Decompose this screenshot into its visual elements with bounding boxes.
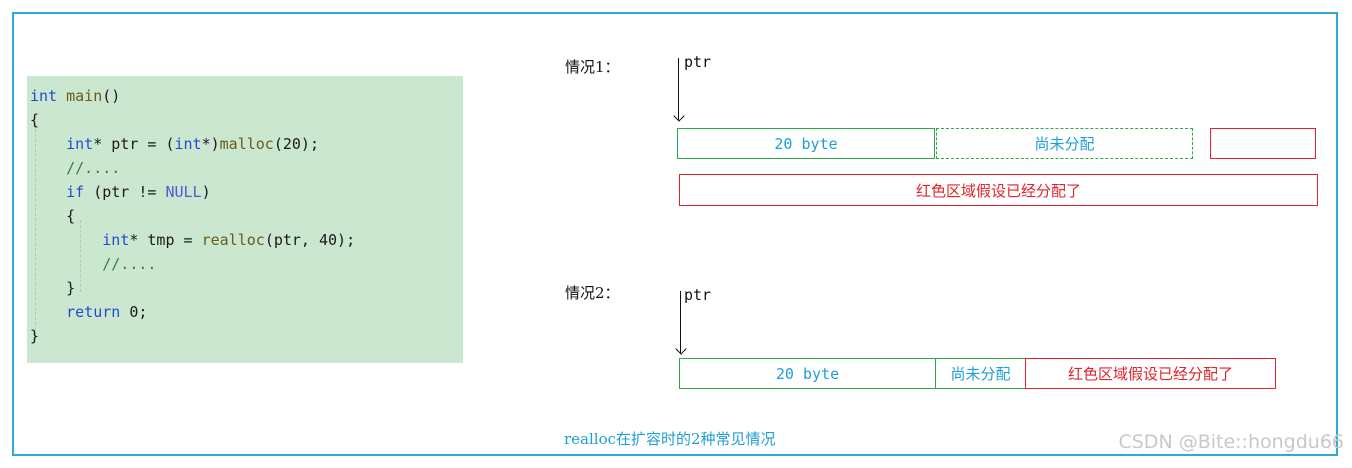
case2-ptr-label: ptr bbox=[684, 286, 712, 304]
case1-used-block: 20 byte bbox=[677, 128, 935, 159]
case2-label: 情况2： bbox=[565, 284, 620, 302]
code-line-malloc: int* ptr = (int*)malloc(20); bbox=[66, 135, 319, 153]
case2-used-block: 20 byte bbox=[679, 358, 936, 389]
case2-ptr-arrow bbox=[680, 291, 681, 353]
case2-used-label: 20 byte bbox=[775, 364, 840, 383]
figure-frame bbox=[12, 12, 1338, 456]
watermark: CSDN @Bite::hongdu66 bbox=[1118, 431, 1344, 453]
case1-red-small-block bbox=[1210, 128, 1316, 159]
indent-guide-inner bbox=[80, 220, 81, 292]
code-line-if: if (ptr != NULL) bbox=[66, 183, 211, 201]
case2-free-block: 尚未分配 bbox=[935, 358, 1026, 389]
indent-guide-outer bbox=[35, 124, 36, 340]
code-line-main: int main() bbox=[30, 87, 121, 105]
case2-free-label: 尚未分配 bbox=[950, 365, 1011, 383]
code-line-if-close: } bbox=[66, 279, 76, 297]
case1-red-label: 红色区域假设已经分配了 bbox=[915, 181, 1081, 200]
figure-caption: realloc在扩容时的2种常见情况 bbox=[564, 430, 776, 448]
code-line-comment-1: //.... bbox=[66, 159, 121, 177]
case2-red-label: 红色区域假设已经分配了 bbox=[1067, 365, 1233, 383]
code-line-return: return 0; bbox=[66, 303, 148, 321]
case2-red-block: 红色区域假设已经分配了 bbox=[1025, 358, 1276, 389]
code-line-comment-2: //.... bbox=[102, 255, 157, 273]
case1-ptr-label: ptr bbox=[684, 53, 712, 71]
code-line-if-open: { bbox=[66, 207, 76, 225]
case1-ptr-arrow bbox=[678, 58, 679, 120]
case1-free-label: 尚未分配 bbox=[1034, 135, 1095, 153]
case1-red-long-block: 红色区域假设已经分配了 bbox=[679, 174, 1318, 206]
case1-label: 情况1： bbox=[565, 58, 620, 76]
case1-free-block: 尚未分配 bbox=[936, 128, 1193, 159]
code-line-realloc: int* tmp = realloc(ptr, 40); bbox=[102, 231, 356, 249]
code-line-close-brace: } bbox=[30, 327, 40, 345]
case1-used-label: 20 byte bbox=[774, 134, 838, 153]
code-line-open-brace: { bbox=[30, 111, 40, 129]
code-panel: int main() { int* ptr = (int*)malloc(20)… bbox=[27, 76, 463, 363]
